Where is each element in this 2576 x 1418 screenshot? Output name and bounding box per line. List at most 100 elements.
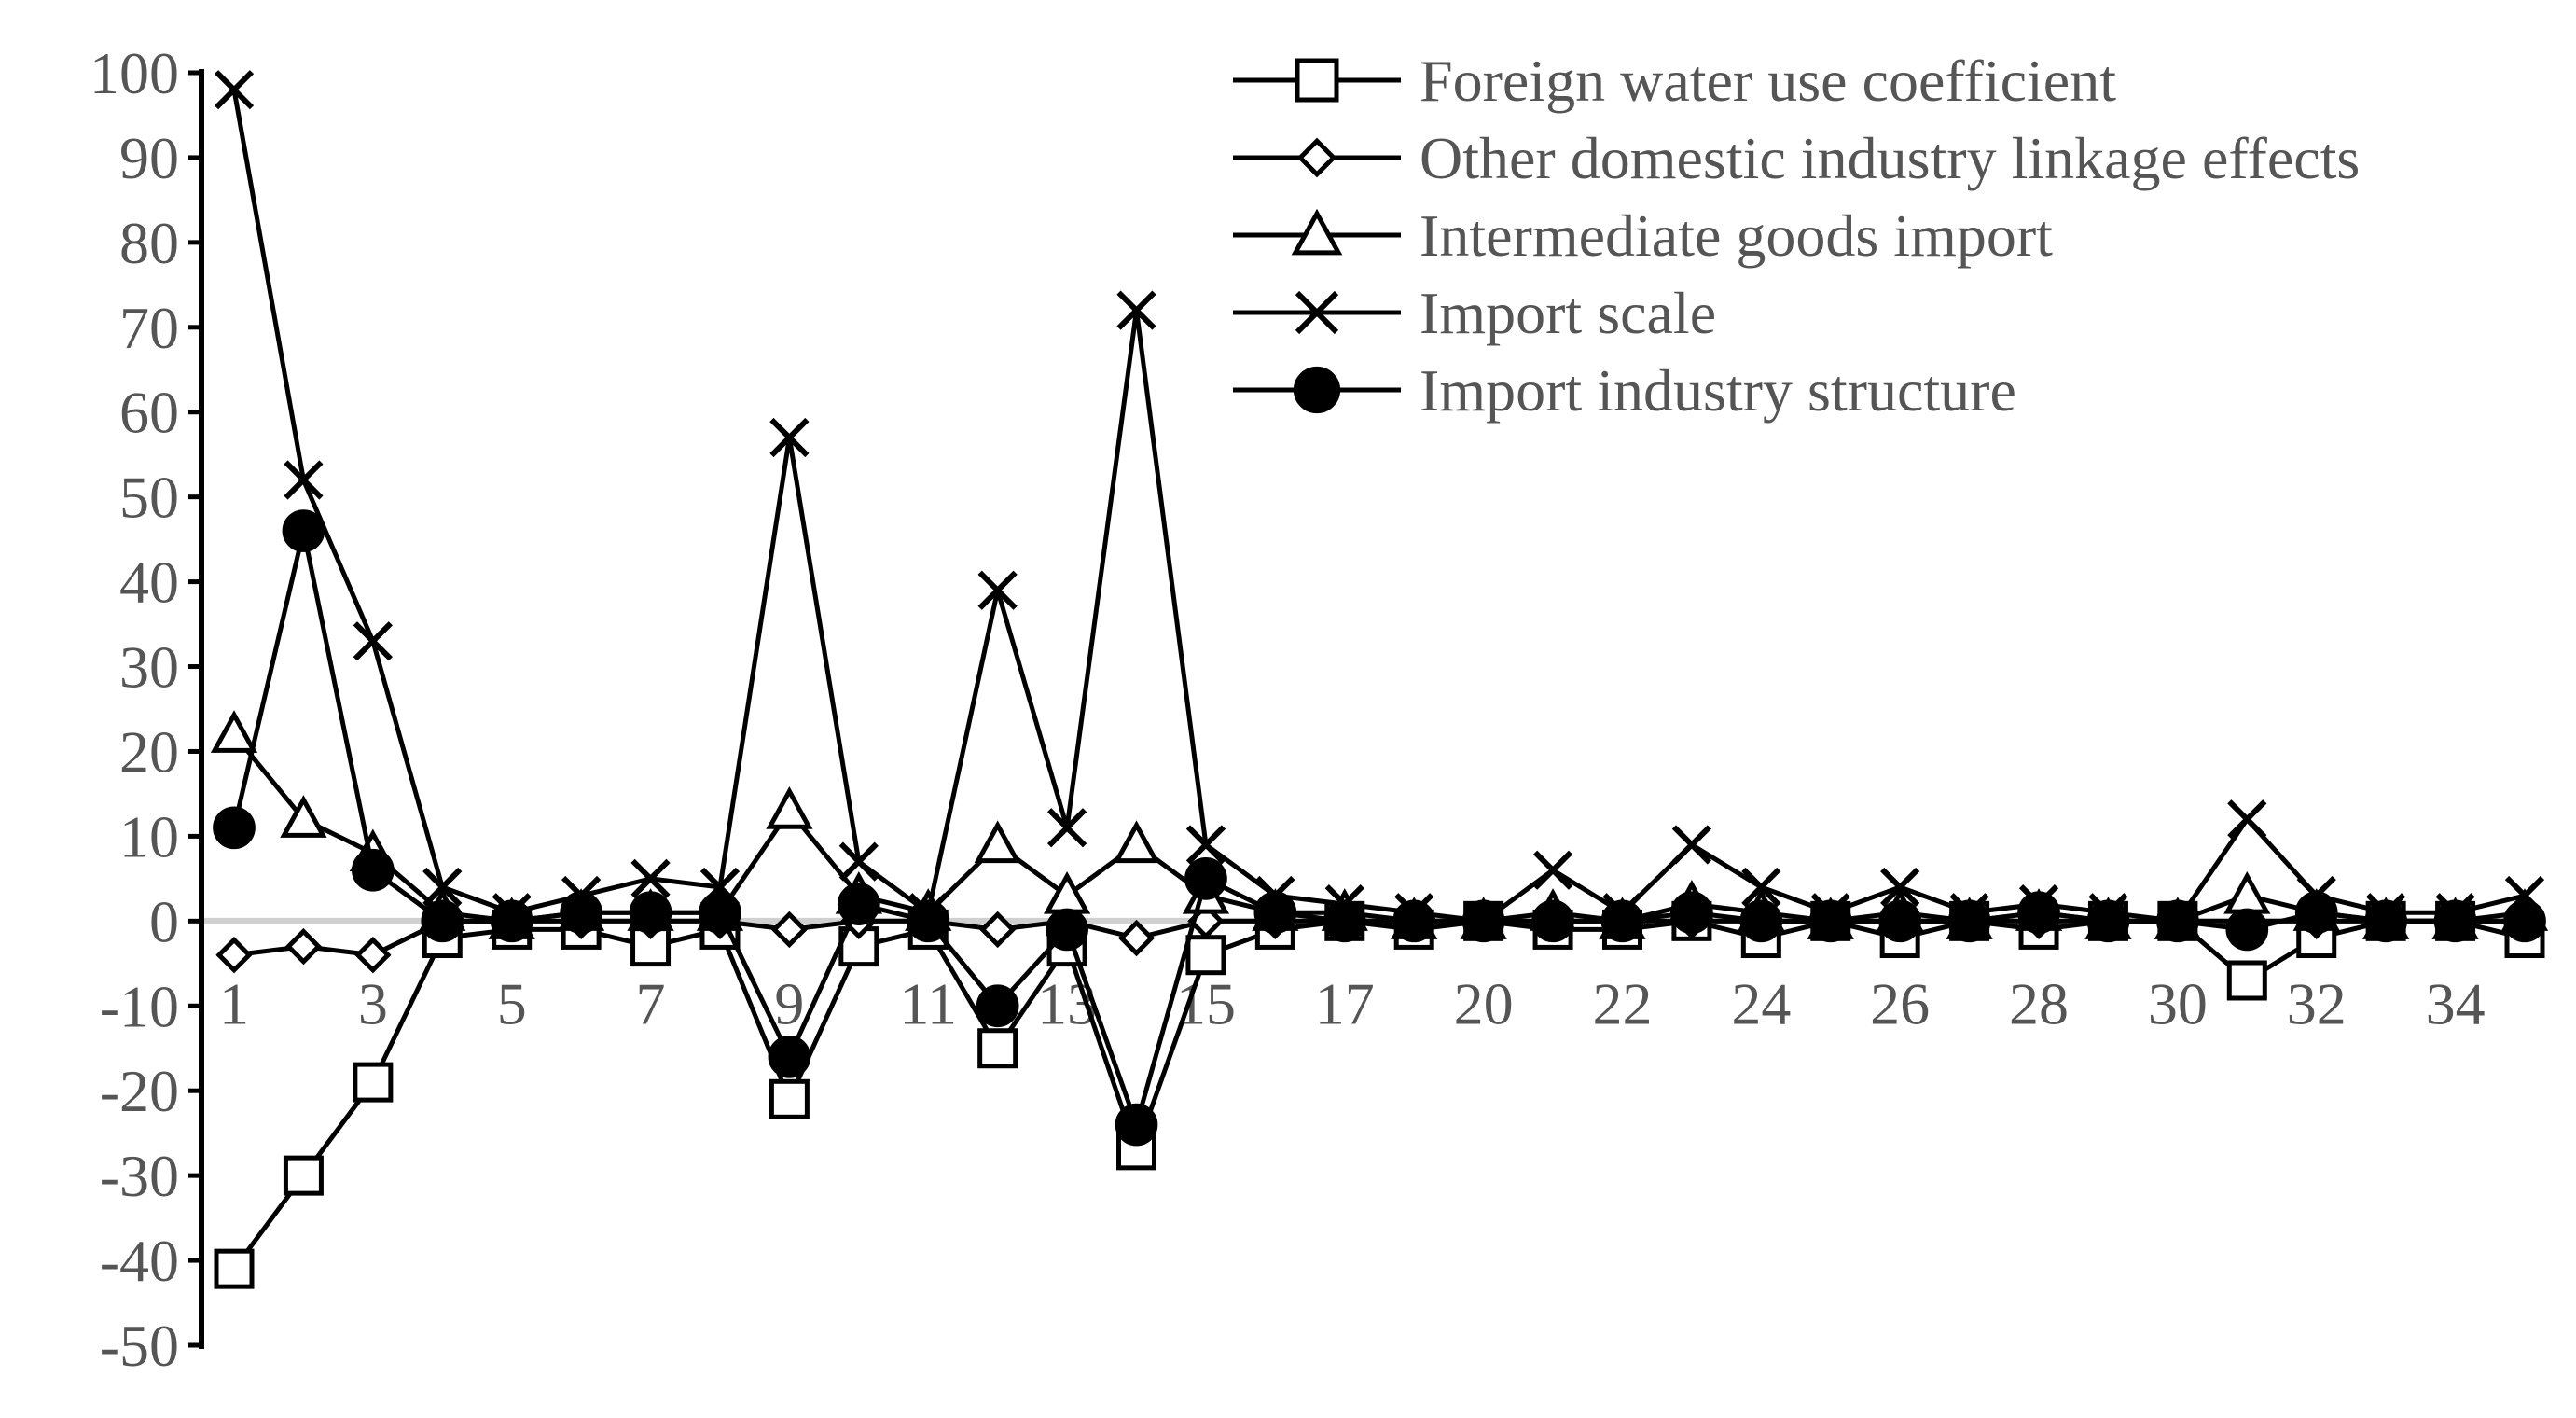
- data-point: [976, 984, 1019, 1028]
- data-point: [1880, 867, 1920, 908]
- x-tick-label: 9: [774, 970, 804, 1036]
- data-point: [353, 1062, 394, 1103]
- data-point: [1043, 870, 1091, 914]
- data-point: [2433, 899, 2477, 943]
- x-tick-label: 24: [1731, 970, 1791, 1036]
- data-point: [2156, 899, 2199, 943]
- legend-label: Foreign water use coefficient: [1420, 48, 2116, 114]
- data-point: [1115, 1103, 1158, 1147]
- y-tick-label: 10: [119, 803, 179, 869]
- legend-entry: Import scale: [1233, 280, 1716, 346]
- legend-label: Import industry structure: [1420, 357, 2016, 424]
- x-tick-label: 20: [1454, 970, 1514, 1036]
- legend-marker: [1293, 366, 1341, 414]
- data-point: [1117, 919, 1156, 957]
- data-point: [766, 786, 813, 829]
- x-tick-label: 3: [358, 970, 388, 1036]
- x-tick-label: 11: [899, 970, 957, 1036]
- x-tick-label: 26: [1870, 970, 1930, 1036]
- data-point: [2017, 891, 2060, 935]
- series-line: [231, 89, 2526, 924]
- data-point: [1046, 808, 1087, 848]
- y-tick-label: 0: [149, 888, 179, 954]
- data-point: [2086, 899, 2130, 943]
- series-1: [214, 900, 2545, 1289]
- y-tick-label: -40: [100, 1228, 179, 1294]
- data-point: [284, 460, 324, 500]
- data-point: [1184, 857, 1227, 900]
- series-line: [231, 528, 2525, 1128]
- data-point: [1947, 899, 1991, 943]
- legend-marker: [1295, 290, 1339, 335]
- y-tick-label: 20: [119, 718, 179, 785]
- data-point: [1531, 899, 1574, 943]
- data-point: [215, 937, 253, 974]
- x-tick-label: 22: [1592, 970, 1652, 1036]
- data-point: [351, 848, 395, 892]
- x-tick-label: 32: [2287, 970, 2347, 1036]
- x-tick-label: 30: [2148, 970, 2208, 1036]
- data-point: [1808, 899, 1852, 943]
- data-point: [978, 911, 1017, 949]
- data-point: [769, 417, 810, 458]
- data-point: [280, 795, 327, 838]
- data-point: [1116, 290, 1156, 330]
- data-point: [421, 899, 464, 943]
- legend-entry: Other domestic industry linkage effects: [1233, 125, 2360, 191]
- data-point: [560, 891, 602, 935]
- data-point: [1739, 899, 1783, 943]
- data-point: [2294, 891, 2338, 935]
- series-5: [213, 509, 2546, 1147]
- legend-marker: [1296, 137, 1337, 178]
- legend-label: Other domestic industry linkage effects: [1420, 125, 2360, 191]
- data-point: [1741, 867, 1781, 908]
- data-point: [837, 883, 880, 925]
- series-4: [214, 70, 2545, 941]
- x-tick-label: 7: [636, 970, 666, 1036]
- legend-label: Import scale: [1420, 280, 1716, 346]
- data-point: [630, 858, 671, 898]
- x-tick-label: 28: [2009, 970, 2069, 1036]
- x-tick-label: 1: [219, 970, 249, 1036]
- data-point: [2503, 899, 2546, 943]
- data-point: [1878, 899, 1922, 943]
- legend-entry: Intermediate goods import: [1233, 202, 2053, 269]
- y-tick-label: 90: [119, 125, 179, 191]
- data-point: [1392, 899, 1436, 943]
- data-point: [699, 891, 741, 935]
- y-tick-label: 70: [119, 295, 179, 361]
- data-point: [2227, 799, 2267, 840]
- data-point: [770, 911, 809, 949]
- data-point: [353, 621, 393, 661]
- data-point: [210, 710, 258, 753]
- x-tick-label: 17: [1315, 970, 1375, 1036]
- data-point: [1461, 899, 1505, 943]
- data-point: [1671, 825, 1712, 865]
- y-tick-label: -10: [100, 973, 179, 1039]
- data-point: [282, 509, 325, 552]
- data-point: [1532, 850, 1573, 890]
- data-point: [354, 937, 392, 974]
- y-tick-label: 60: [119, 380, 179, 446]
- data-point: [769, 1078, 810, 1119]
- data-point: [1600, 899, 1644, 943]
- y-tick-label: -30: [100, 1143, 179, 1209]
- data-point: [1185, 935, 1226, 976]
- legend-entry: Foreign water use coefficient: [1233, 48, 2116, 114]
- data-point: [422, 867, 463, 908]
- data-point: [214, 70, 255, 110]
- data-point: [629, 891, 672, 935]
- y-tick-label: -50: [100, 1313, 179, 1379]
- y-tick-label: -20: [100, 1058, 179, 1124]
- data-point: [2226, 960, 2267, 1001]
- legend-entry: Import industry structure: [1233, 357, 2016, 424]
- data-point: [907, 899, 950, 943]
- data-point: [284, 927, 323, 966]
- legend-label: Intermediate goods import: [1420, 202, 2053, 269]
- data-point: [1670, 891, 1713, 935]
- data-point: [490, 899, 533, 943]
- y-tick-label: 50: [119, 465, 179, 531]
